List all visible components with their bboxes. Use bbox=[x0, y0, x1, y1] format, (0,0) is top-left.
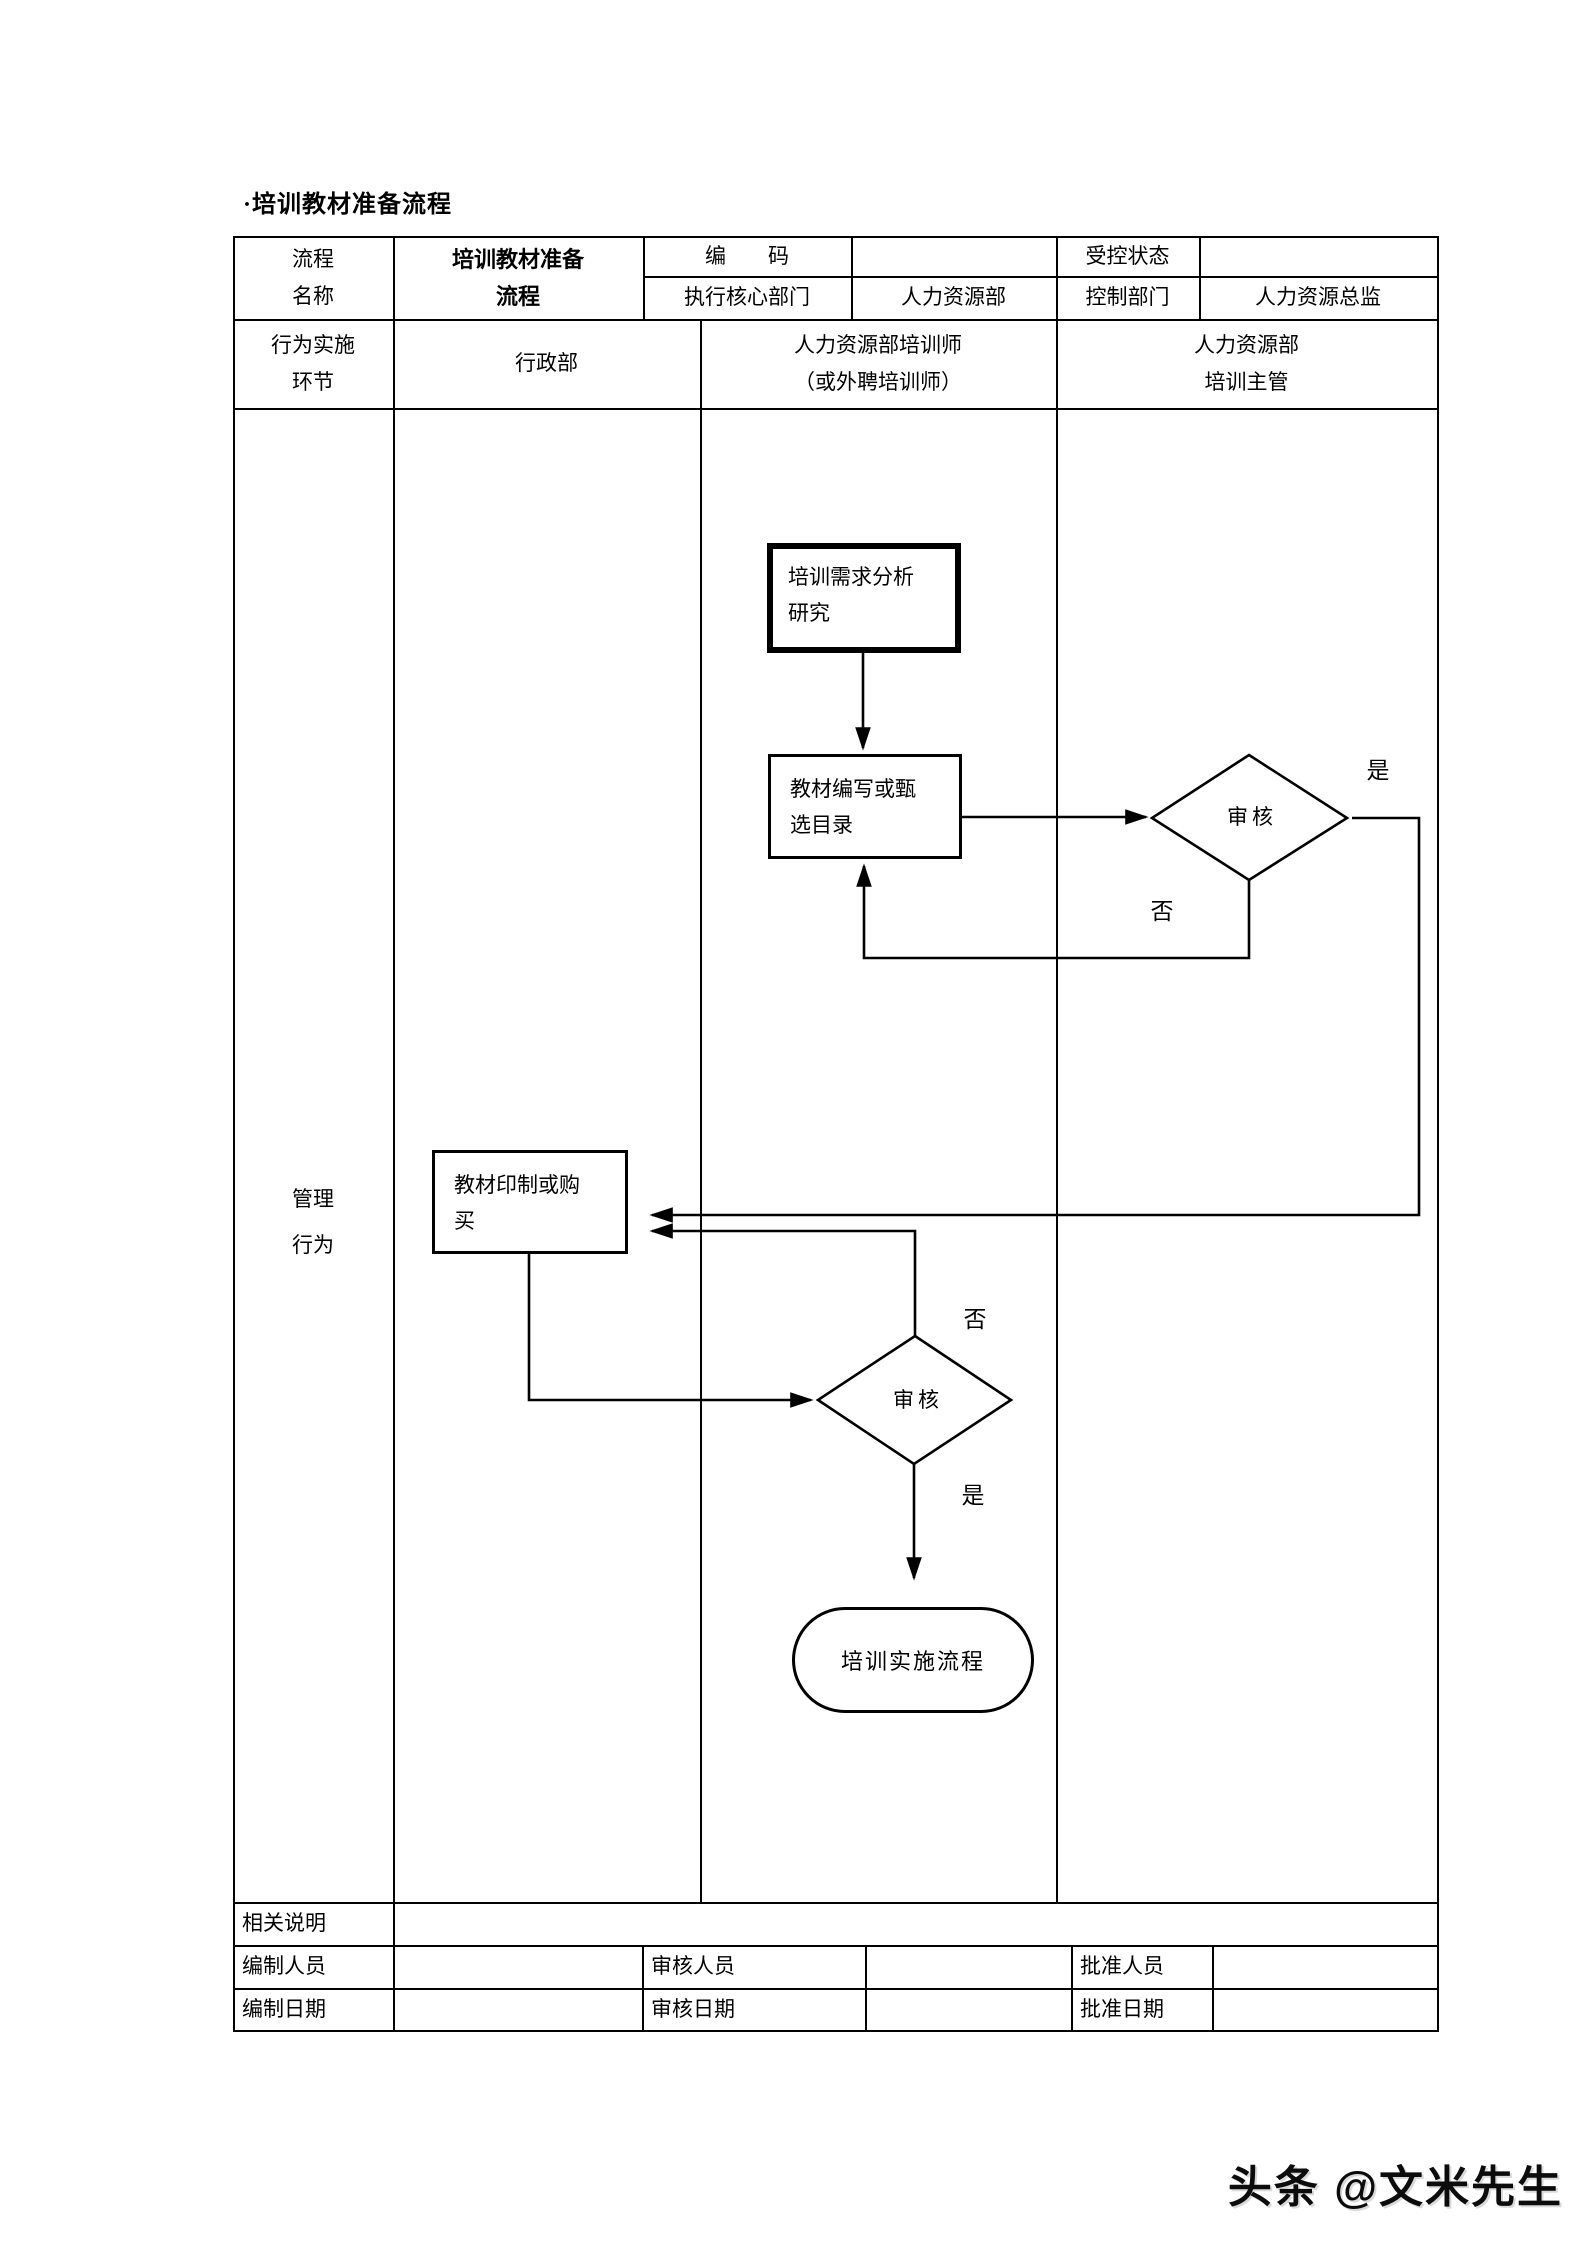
cell-code-value bbox=[851, 236, 1056, 276]
cell-lane-row-header: 行为实施 环节 bbox=[271, 332, 355, 394]
grid-line bbox=[1056, 236, 1058, 1902]
cell-maker-label: 编制人员 bbox=[242, 1954, 326, 1978]
cell-lane-admin-dept: 行政部 bbox=[515, 351, 578, 375]
grid-line bbox=[1212, 1945, 1214, 2030]
cell-notes-value bbox=[393, 1902, 1437, 1945]
cell-reviewer-label: 审核人员 bbox=[651, 1954, 735, 1978]
cell-lane-trainer: 人力资源部培训师 （或外聘培训师） bbox=[794, 332, 962, 394]
table-border-right bbox=[1437, 236, 1439, 2032]
page-title: ·培训教材准备流程 bbox=[243, 192, 453, 218]
decision1-yes-label: 是 bbox=[1366, 758, 1390, 783]
cell-control-dept-value: 人力资源总监 bbox=[1255, 285, 1381, 309]
flow-node-training-needs-analysis: 培训需求分析 研究 bbox=[767, 543, 961, 653]
watermark-text: 头条 @文米先生 bbox=[1227, 2163, 1563, 2212]
flow-node-training-implementation: 培训实施流程 bbox=[792, 1607, 1034, 1713]
grid-line bbox=[233, 408, 1439, 410]
decision2-yes-label: 是 bbox=[961, 1483, 985, 1508]
cell-exec-core-dept-value: 人力资源部 bbox=[901, 285, 1006, 309]
grid-line bbox=[233, 1902, 1439, 1904]
table-border-top bbox=[233, 236, 1439, 238]
grid-line bbox=[233, 319, 1439, 321]
decision2-no-label: 否 bbox=[963, 1307, 987, 1332]
table-border-bottom bbox=[233, 2030, 1439, 2032]
cell-approver-value bbox=[1212, 1945, 1437, 1988]
decision2-label: 审核 bbox=[893, 1388, 943, 1412]
grid-line bbox=[643, 276, 1439, 278]
cell-controlled-state-label: 受控状态 bbox=[1085, 243, 1170, 268]
cell-lane-training-supervisor: 人力资源部 培训主管 bbox=[1194, 332, 1299, 394]
cell-reviewer-date-label: 审核日期 bbox=[651, 1996, 735, 2021]
cell-process-name-value: 培训教材准备 流程 bbox=[451, 246, 584, 309]
cell-process-name-label: 流程 名称 bbox=[292, 246, 334, 308]
cell-maker-value bbox=[393, 1945, 642, 1988]
grid-line bbox=[233, 1945, 1439, 1947]
grid-line bbox=[233, 1988, 1439, 1990]
cell-reviewer-date-value bbox=[865, 1988, 1071, 2030]
grid-line bbox=[643, 236, 645, 319]
decision1-label: 审核 bbox=[1227, 805, 1277, 829]
cell-reviewer-value bbox=[865, 1945, 1071, 1988]
cell-control-dept-label: 控制部门 bbox=[1085, 285, 1170, 309]
grid-line bbox=[393, 236, 395, 2030]
cell-notes-label: 相关说明 bbox=[242, 1911, 326, 1935]
decision1-no-label: 否 bbox=[1150, 899, 1174, 924]
flow-node-compile-materials: 教材编写或甄 选目录 bbox=[768, 754, 962, 859]
grid-line bbox=[1071, 1945, 1073, 2030]
cell-approver-date-value bbox=[1212, 1988, 1437, 2030]
cell-code-label: 编 码 bbox=[705, 243, 789, 268]
grid-line bbox=[1199, 236, 1201, 319]
grid-line bbox=[865, 1945, 867, 2030]
table-border-left bbox=[233, 236, 235, 2032]
grid-line bbox=[642, 1945, 644, 2030]
grid-line bbox=[700, 319, 702, 1902]
cell-management-action-label: 管理 行为 bbox=[292, 1187, 334, 1257]
cell-exec-core-dept-label: 执行核心部门 bbox=[684, 285, 810, 309]
cell-maker-date-label: 编制日期 bbox=[242, 1996, 326, 2021]
cell-maker-date-value bbox=[393, 1988, 642, 2030]
cell-controlled-state-value bbox=[1199, 236, 1437, 276]
cell-approver-date-label: 批准日期 bbox=[1080, 1996, 1164, 2021]
cell-approver-label: 批准人员 bbox=[1080, 1954, 1164, 1978]
flow-node-print-or-purchase: 教材印制或购 买 bbox=[432, 1150, 628, 1254]
grid-line bbox=[851, 236, 853, 319]
